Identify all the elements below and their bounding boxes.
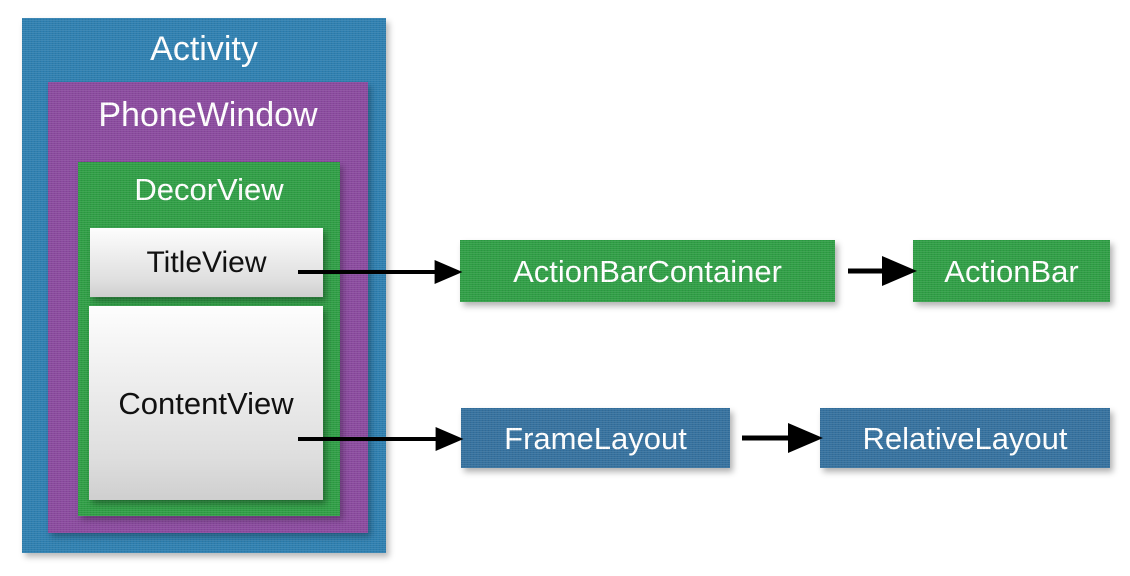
- framelayout-box[interactable]: FrameLayout: [461, 408, 730, 468]
- titleview-label: TitleView: [146, 245, 267, 279]
- contentview-label: ContentView: [118, 385, 294, 421]
- actionbar-label: ActionBar: [944, 253, 1079, 289]
- actionbarcontainer-label: ActionBarContainer: [513, 253, 782, 289]
- activity-label: Activity: [150, 30, 258, 68]
- actionbar-box[interactable]: ActionBar: [913, 240, 1110, 302]
- decorview-label: DecorView: [134, 172, 284, 207]
- framelayout-label: FrameLayout: [504, 420, 687, 456]
- actionbarcontainer-box[interactable]: ActionBarContainer: [460, 240, 835, 302]
- contentview-box[interactable]: ContentView: [89, 306, 323, 500]
- titleview-box[interactable]: TitleView: [90, 228, 323, 297]
- relativelayout-label: RelativeLayout: [862, 420, 1068, 456]
- relativelayout-box[interactable]: RelativeLayout: [820, 408, 1110, 468]
- phonewindow-label: PhoneWindow: [98, 96, 318, 134]
